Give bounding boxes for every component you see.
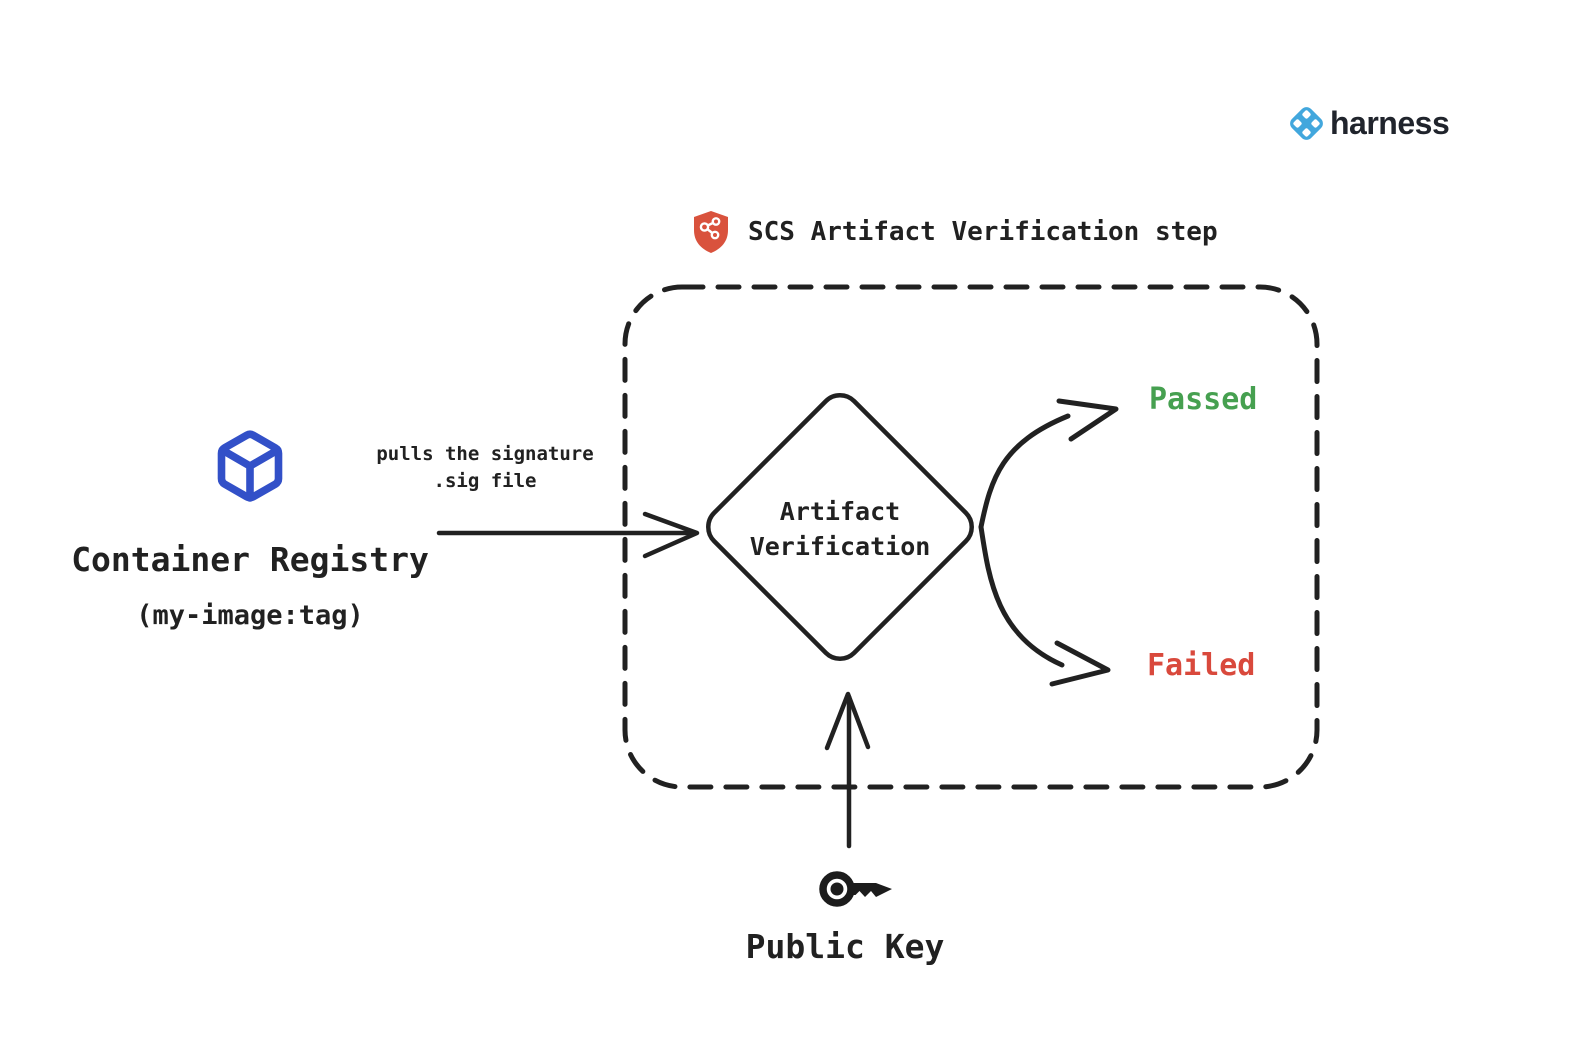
container-registry-label: Container Registry — [71, 540, 429, 579]
diamond-label-line1: Artifact — [779, 497, 901, 526]
step-title-row: SCS Artifact Verification step — [692, 210, 1218, 254]
container-registry-tag: (my-image:tag) — [136, 600, 364, 631]
harness-logo: harness — [1286, 103, 1450, 144]
verification-diamond-label: Artifact Verification — [690, 494, 990, 564]
arrow-to-failed — [978, 524, 1111, 687]
failed-label: Failed — [1147, 648, 1256, 683]
edge-label-line1: pulls the signature — [376, 443, 594, 465]
arrow-publickey-to-verification — [824, 691, 871, 849]
key-icon — [819, 871, 892, 907]
step-boundary-dashed-box — [622, 284, 1320, 790]
arrow-to-passed — [978, 398, 1119, 530]
verification-diamond-shape — [706, 393, 974, 661]
arrow-registry-to-verification — [436, 511, 700, 559]
edge-label: pulls the signature .sig file — [335, 441, 635, 495]
supply-chain-shield-icon — [694, 211, 728, 253]
step-title: SCS Artifact Verification step — [748, 217, 1218, 247]
cube-icon — [217, 430, 283, 502]
harness-brand-name: harness — [1330, 105, 1450, 141]
edge-label-line2: .sig file — [433, 470, 537, 492]
diamond-label-line2: Verification — [749, 532, 931, 561]
public-key-label: Public Key — [745, 927, 945, 966]
passed-label: Passed — [1149, 382, 1258, 417]
harness-logo-icon — [1290, 107, 1323, 140]
